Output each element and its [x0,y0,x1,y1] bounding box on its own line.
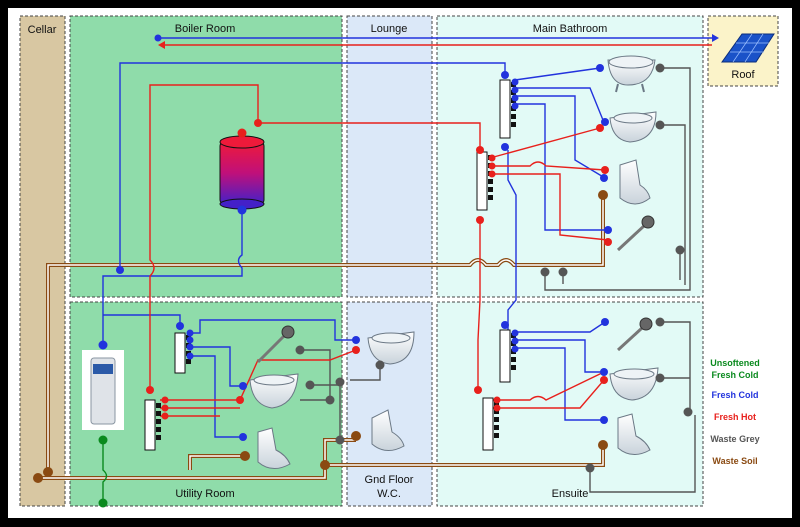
basin-icon [609,111,657,143]
lounge-zone [346,15,433,298]
shower-head-icon [256,325,295,364]
boiler-room-label: Boiler Room [175,23,236,35]
ensuite-label: Ensuite [552,488,589,500]
roof-label: Roof [731,69,755,81]
legend-fresh-hot: Fresh Hot [714,412,756,422]
legend-unsoftened-line2: Fresh Cold [711,370,758,380]
manifolds [144,79,511,451]
shower-head-icon [616,215,655,252]
unsoftened-pipes [102,440,108,503]
legend-waste-grey: Waste Grey [710,434,759,444]
cellar-label: Cellar [28,24,57,36]
lounge-label: Lounge [371,23,408,35]
toilet-icon [257,427,291,469]
shower-head-icon [616,317,653,352]
legend-waste-soil: Waste Soil [712,456,757,466]
cold-connection-dots [98,64,612,441]
wc-label: W.C. [377,488,401,500]
toilet-icon [619,159,651,205]
bath-icon [607,55,656,93]
legend-unsoftened-line1: Unsoftened [710,358,760,368]
toilet-icon [371,409,405,451]
basin-icon [367,331,415,365]
cellar-zone [19,15,66,507]
gnd-floor-label: Gnd Floor [365,474,414,486]
hot-connection-dots [146,119,612,420]
hot-pipes [149,84,609,417]
water-softener [82,350,124,430]
legend-fresh-cold: Fresh Cold [711,390,758,400]
solar-panel-icon [721,33,775,63]
legend: Unsoftened Fresh Cold Fresh Cold Fresh H… [710,358,760,466]
roof-pipes [154,34,719,49]
utility-room-label: Utility Room [175,488,234,500]
grey-connection-dots [295,63,693,473]
boiler-room-zone [69,15,343,298]
hot-water-cylinder [219,135,265,210]
toilet-icon [617,413,651,455]
soil-connection-dots [33,190,608,483]
ensuite-zone [436,301,704,507]
unsoftened-connection-dots [98,435,108,508]
main-bathroom-label: Main Bathroom [533,23,608,35]
basin-icon [249,373,299,409]
